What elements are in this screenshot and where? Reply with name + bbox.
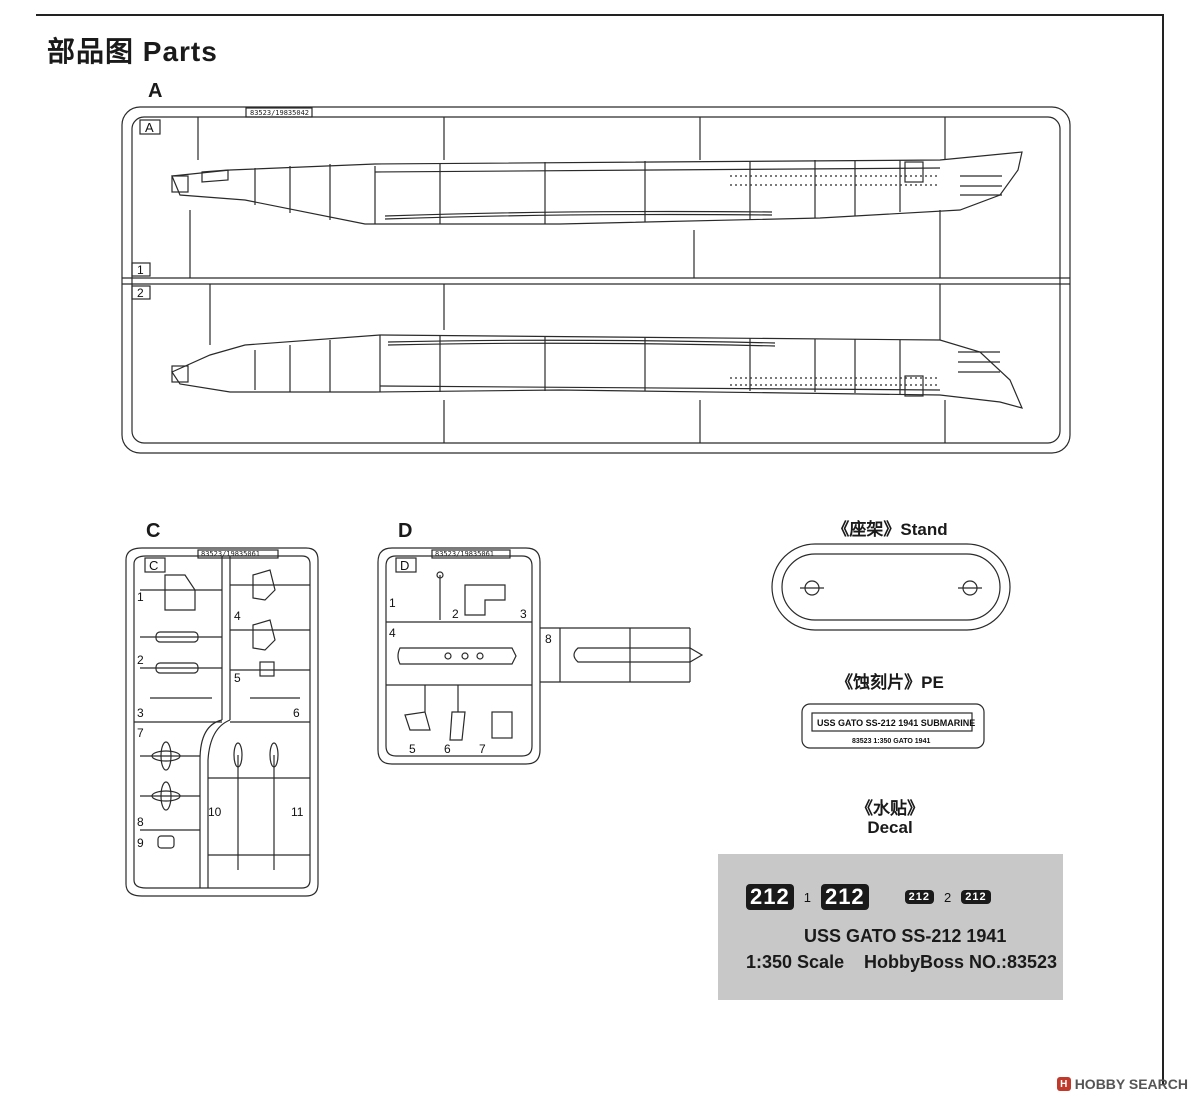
watermark-text: HOBBY SEARCH — [1074, 1076, 1188, 1092]
hull-half-2 — [171, 334, 1024, 409]
sprue-c-part-2: 2 — [137, 653, 144, 667]
decal-sheet: 212 1 212 212 2 212 USS GATO SS-212 1941… — [718, 854, 1063, 1000]
pe-main-text: USS GATO SS-212 1941 SUBMARINE — [817, 718, 975, 728]
sprue-a-heading: A — [148, 80, 163, 102]
page-frame — [36, 14, 1164, 1084]
sprue-a-tag: A — [145, 120, 154, 135]
page-title: 部品图 Parts — [47, 36, 218, 67]
sprue-c-part-9: 9 — [137, 836, 144, 850]
decal-index-2: 2 — [944, 889, 952, 905]
sprue-d — [377, 547, 704, 765]
sprue-c-part-4: 4 — [234, 609, 241, 623]
sprue-d-part-8: 8 — [545, 632, 552, 646]
decal-ship-name: USS GATO SS-212 1941 — [804, 926, 1007, 946]
sprue-c-part-10: 10 — [208, 805, 222, 819]
decal-hull-number-small-2: 212 — [961, 890, 991, 904]
sprue-c-part-3: 3 — [137, 706, 144, 720]
sprue-d-tag: D — [400, 558, 409, 573]
sprue-d-part-3: 3 — [520, 607, 527, 621]
sprue-c-part-1: 1 — [137, 590, 144, 604]
sprue-c — [125, 547, 319, 897]
sprue-c-part-11: 11 — [291, 805, 304, 819]
sprue-a — [121, 106, 1071, 454]
sprue-c-heading: C — [146, 520, 161, 542]
sprue-d-part-2: 2 — [452, 607, 459, 621]
decal-hull-number-small-1: 212 — [904, 890, 935, 904]
pe-label: 《蚀刻片》PE — [836, 673, 944, 692]
hull-half-1 — [171, 151, 1023, 225]
sprue-d-heading: D — [398, 520, 413, 542]
sprue-c-part-7: 7 — [137, 726, 144, 740]
decal-hull-number-large-1: 212 — [746, 884, 794, 910]
stand-part — [771, 543, 1011, 631]
decal-hull-numbers: 212 1 212 212 2 212 — [746, 884, 991, 910]
sprue-a-code: 83523/19835042 — [250, 109, 309, 117]
sprue-d-code: 83523/19835061 — [435, 550, 494, 558]
sprue-c-part-8: 8 — [137, 815, 144, 829]
sprue-a-part-1: 1 — [137, 263, 144, 277]
pe-sub-text: 83523 1:350 GATO 1941 — [852, 738, 930, 745]
sprue-c-part-6: 6 — [293, 706, 300, 720]
decal-scale: 1:350 Scale — [746, 952, 845, 972]
sprue-c-code: 83523/19835061 — [201, 550, 260, 558]
decal-maker: HobbyBoss NO.:83523 — [864, 952, 1058, 972]
pe-fret — [801, 703, 985, 749]
watermark: H HOBBY SEARCH — [1056, 1076, 1188, 1092]
sprue-c-tag: C — [149, 558, 158, 573]
sprue-c-part-5: 5 — [234, 671, 241, 685]
sprue-d-part-5: 5 — [409, 742, 416, 756]
decal-label-cn: 《水贴》 — [856, 799, 924, 818]
sprue-a-part-2: 2 — [137, 286, 144, 300]
hobby-search-logo-icon: H — [1056, 1077, 1071, 1091]
sprue-d-part-1: 1 — [389, 596, 396, 610]
decal-hull-number-large-2: 212 — [820, 884, 869, 910]
stand-label: 《座架》Stand — [832, 520, 948, 539]
sprue-d-part-7: 7 — [479, 742, 486, 756]
sprue-d-part-6: 6 — [444, 742, 451, 756]
sprue-d-part-4: 4 — [389, 626, 396, 640]
decal-label-en: Decal — [867, 818, 913, 837]
decal-index-1: 1 — [803, 889, 811, 905]
propeller — [151, 741, 181, 811]
